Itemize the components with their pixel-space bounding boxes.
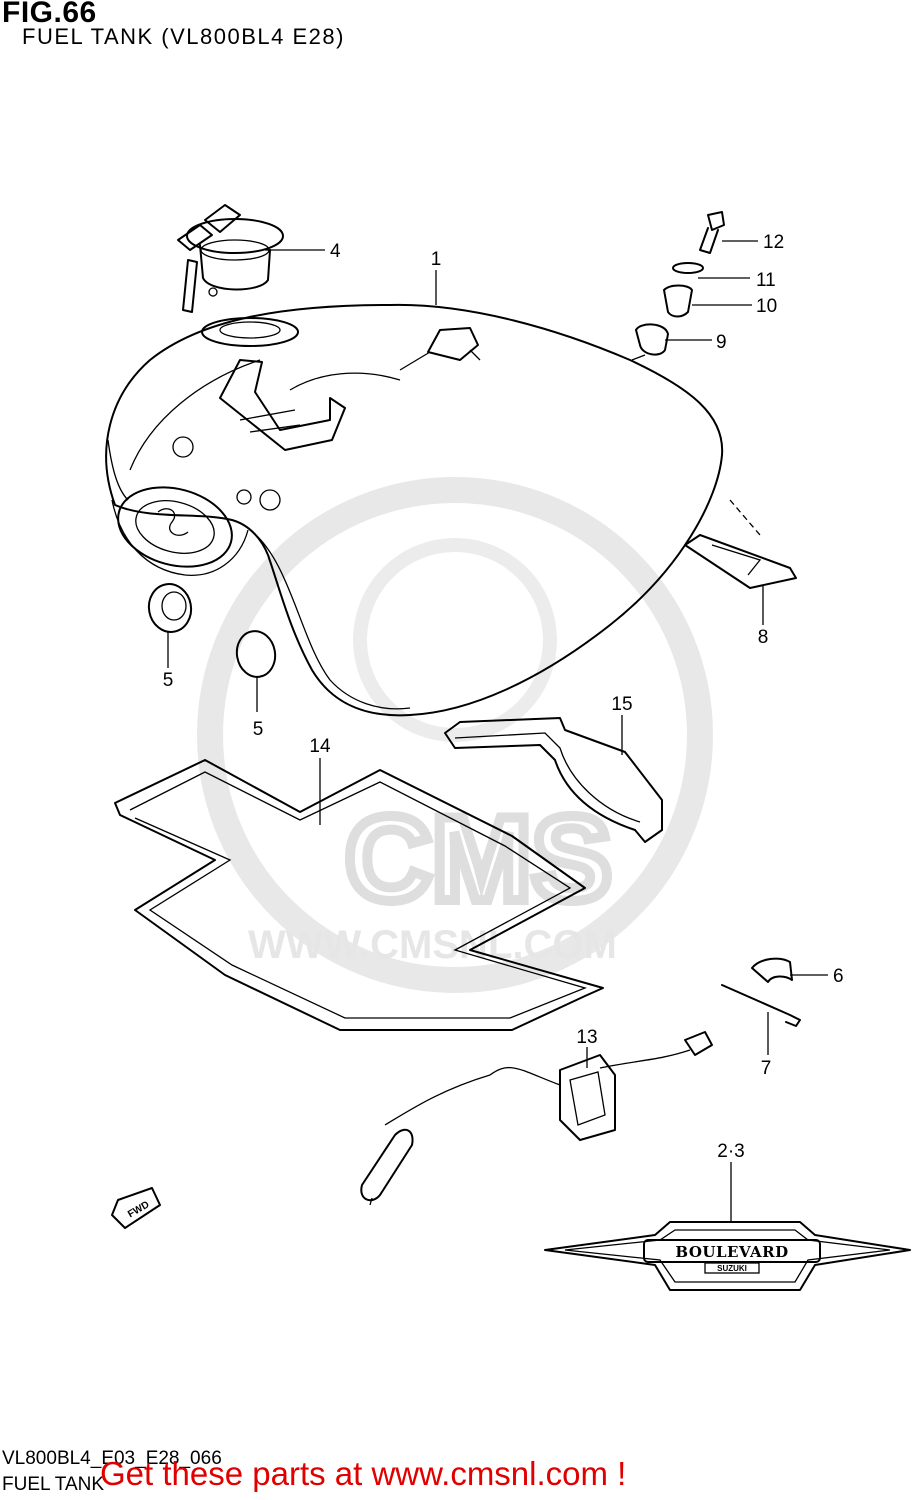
callout-tie-band: 7 [761,1058,772,1079]
watermark-url: WWW.CMSNL.COM [248,923,617,967]
leader-lines [167,240,828,1222]
callout-side-cushion: 15 [611,694,632,715]
rubber-caps-drawing [147,583,277,678]
forward-arrow-label: FWD [126,1199,151,1220]
callout-lower-cushion: 14 [309,736,331,757]
callout-labels: 1 2·3 4 5 5 6 7 8 9 10 11 12 13 14 15 [163,232,844,1162]
fuel-cap-drawing [177,204,284,313]
cmsnl-watermark: CMS WWW.CMSNL.COM [197,477,713,993]
promo-link[interactable]: Get these parts at www.cmsnl.com ! [100,1455,627,1492]
callout-rear-bracket: 8 [758,627,769,648]
forward-arrow-icon: FWD [111,1187,161,1229]
clamp-and-tie-drawing [721,957,801,1027]
emblem-sub-text: SUZUKI [717,1264,747,1273]
callout-fuel-cap: 4 [330,241,341,262]
diagram-caption: FUEL TANK [2,1474,105,1495]
figure-title: FUEL TANK (VL800BL4 E28) [22,24,345,49]
boulevard-emblem-drawing: BOULEVARD SUZUKI [544,1221,911,1291]
callout-spacer: 10 [756,296,777,317]
callout-emblem: 2·3 [717,1141,744,1162]
emblem-main-text: BOULEVARD [675,1243,788,1261]
callout-fuel-tank: 1 [431,249,442,270]
figure-number: FIG.66 [2,0,97,29]
side-cushion-drawing [444,717,663,843]
diagram-code: VL800BL4_E03_E28_066 [2,1448,222,1469]
callout-bolt: 12 [763,232,784,253]
callout-fuel-level-gauge: 13 [576,1027,597,1048]
callout-cushion: 9 [716,332,727,353]
fuel-tank-drawing [105,303,724,717]
callout-cap-upper: 5 [163,670,174,691]
callout-washer: 11 [756,270,776,291]
rear-bracket-drawing [684,499,797,589]
mounting-hardware-drawing [631,211,725,361]
fuel-level-gauge-drawing [360,1031,713,1206]
lower-cushion-drawing [114,759,604,1031]
callout-cap-lower: 5 [253,719,264,740]
watermark-brand: CMS [345,792,612,926]
callout-clamp: 6 [833,966,844,987]
